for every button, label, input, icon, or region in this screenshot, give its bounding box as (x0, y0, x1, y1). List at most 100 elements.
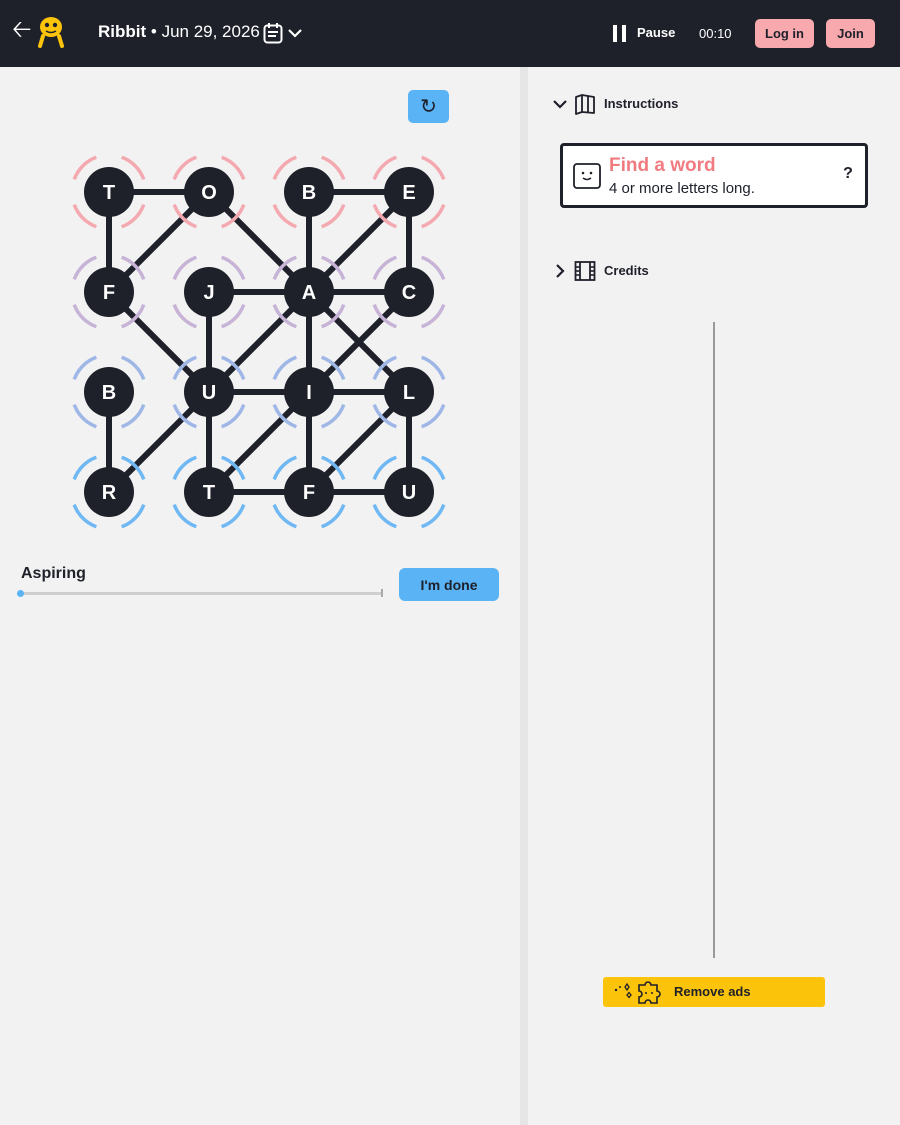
tile-circle[interactable] (384, 467, 434, 517)
tile-circle[interactable] (284, 267, 334, 317)
back-arrow-icon[interactable]: 🡠 (12, 16, 32, 43)
letter-tile[interactable]: J (172, 255, 246, 329)
letter-tile[interactable]: C (372, 255, 446, 329)
tile-letter: T (103, 182, 115, 204)
tile-ring (420, 355, 446, 381)
tile-circle[interactable] (184, 367, 234, 417)
hint-subtitle: 4 or more letters long. (609, 180, 755, 197)
calendar-icon[interactable] (263, 22, 283, 44)
chevron-down-icon[interactable] (287, 25, 303, 41)
tile-ring (172, 355, 198, 381)
tile-ring (172, 303, 198, 329)
tile-ring (320, 455, 346, 481)
letter-tile[interactable]: F (72, 255, 146, 329)
letter-tile[interactable]: R (72, 455, 146, 529)
letter-tile[interactable]: B (72, 355, 146, 429)
tile-ring (272, 403, 298, 429)
pause-icon[interactable] (612, 24, 628, 43)
tile-ring (220, 403, 246, 429)
tile-circle[interactable] (184, 167, 234, 217)
title-separator: • (146, 22, 162, 41)
app-name: Ribbit (98, 22, 147, 41)
tile-letter: I (306, 382, 312, 404)
tile-ring (320, 255, 346, 281)
help-button[interactable]: ? (836, 162, 860, 186)
tile-circle[interactable] (384, 267, 434, 317)
letter-tile[interactable]: U (372, 455, 446, 529)
letter-tile[interactable]: A (272, 255, 346, 329)
tile-ring (120, 355, 146, 381)
face-icon (573, 163, 601, 189)
tile-letter: R (102, 482, 117, 504)
shuffle-button[interactable]: ↻ (408, 90, 449, 123)
tile-ring (72, 203, 98, 229)
pause-button[interactable]: Pause (637, 25, 676, 40)
puzzle-date: Jun 29, 2026 (161, 22, 260, 41)
tile-ring (172, 255, 198, 281)
top-bar: 🡠 Ribbit • Jun 29, 2026 Pause 00:10 Log … (0, 0, 900, 67)
tile-ring (272, 255, 298, 281)
tile-ring (72, 503, 98, 529)
letter-tile[interactable]: F (272, 455, 346, 529)
tile-ring (320, 503, 346, 529)
tile-letter: A (302, 282, 316, 304)
tile-letter: B (102, 382, 116, 404)
letter-tile[interactable]: L (372, 355, 446, 429)
tile-ring (220, 503, 246, 529)
tile-letter: C (402, 282, 416, 304)
tile-letter: U (202, 382, 216, 404)
tile-ring (372, 255, 398, 281)
chevron-down-icon[interactable] (553, 97, 567, 111)
hint-card: Find a word 4 or more letters long. ? (560, 143, 868, 208)
tile-ring (220, 303, 246, 329)
tile-ring (320, 203, 346, 229)
tile-ring (120, 403, 146, 429)
letter-tile[interactable]: U (172, 355, 246, 429)
tile-ring (372, 303, 398, 329)
tile-letter: B (302, 182, 316, 204)
tile-ring (372, 355, 398, 381)
tile-circle[interactable] (384, 367, 434, 417)
tile-ring (420, 255, 446, 281)
tile-ring (320, 403, 346, 429)
tile-ring (72, 455, 98, 481)
instructions-toggle[interactable]: Instructions (604, 96, 679, 111)
letter-tile[interactable]: I (272, 355, 346, 429)
login-button[interactable]: Log in (755, 19, 814, 48)
progress-marker (17, 590, 24, 597)
letter-tile[interactable]: T (72, 155, 146, 229)
letter-tile[interactable]: E (372, 155, 446, 229)
tile-circle[interactable] (184, 267, 234, 317)
tile-ring (120, 503, 146, 529)
tile-ring (72, 355, 98, 381)
tile-circle[interactable] (284, 167, 334, 217)
tile-ring (372, 403, 398, 429)
tile-ring (172, 403, 198, 429)
join-button[interactable]: Join (826, 19, 875, 48)
tile-circle[interactable] (284, 467, 334, 517)
tile-circle[interactable] (384, 167, 434, 217)
tile-circle[interactable] (284, 367, 334, 417)
tile-letter: F (103, 282, 115, 304)
done-button[interactable]: I'm done (399, 568, 499, 601)
chevron-right-icon[interactable] (553, 264, 567, 278)
tile-circle[interactable] (84, 467, 134, 517)
tile-circle[interactable] (84, 367, 134, 417)
tile-circle[interactable] (84, 167, 134, 217)
tile-ring (220, 355, 246, 381)
tile-ring (420, 155, 446, 181)
credits-toggle[interactable]: Credits (604, 263, 649, 278)
tile-ring (172, 455, 198, 481)
letter-tile[interactable]: O (172, 155, 246, 229)
tile-ring (220, 203, 246, 229)
mascot-logo-icon[interactable] (37, 16, 65, 48)
film-icon (574, 261, 596, 281)
letter-tile[interactable]: B (272, 155, 346, 229)
letter-tile[interactable]: T (172, 455, 246, 529)
panel-divider[interactable] (520, 67, 528, 1125)
tile-letter: U (402, 482, 416, 504)
tile-circle[interactable] (184, 467, 234, 517)
remove-ads-button[interactable]: Remove ads (603, 977, 825, 1007)
tile-circle[interactable] (84, 267, 134, 317)
